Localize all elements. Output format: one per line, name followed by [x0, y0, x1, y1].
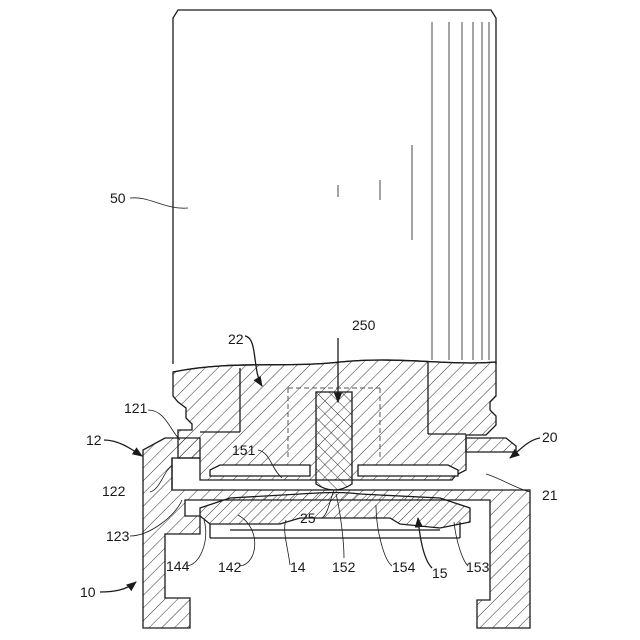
component-14-disc: [200, 493, 470, 539]
label-14: 14: [290, 559, 306, 575]
label-22: 22: [228, 331, 244, 347]
label-50: 50: [110, 190, 126, 206]
label-152: 152: [332, 559, 356, 575]
label-12: 12: [86, 432, 102, 448]
component-50-cylinder: [173, 10, 496, 372]
label-144: 144: [166, 558, 190, 574]
pin-25: [316, 392, 352, 490]
label-20: 20: [542, 429, 558, 445]
label-151: 151: [232, 442, 256, 458]
label-153: 153: [466, 559, 490, 575]
label-154: 154: [392, 559, 416, 575]
label-142: 142: [218, 559, 242, 575]
label-121: 121: [124, 400, 148, 416]
label-25: 25: [300, 510, 316, 526]
label-122: 122: [102, 483, 126, 499]
label-250: 250: [352, 317, 376, 333]
label-10: 10: [80, 584, 96, 600]
label-123: 123: [106, 528, 130, 544]
label-21: 21: [542, 487, 558, 503]
label-15: 15: [432, 565, 448, 581]
